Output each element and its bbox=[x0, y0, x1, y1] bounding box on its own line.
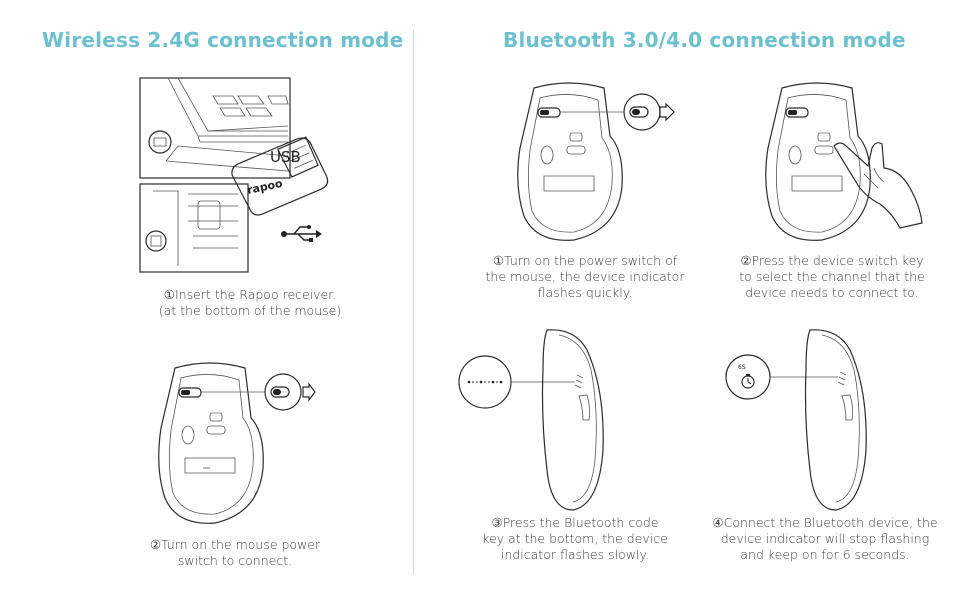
usb-icon bbox=[281, 225, 322, 242]
mouse-bottom-switch-illustration-wireless bbox=[155, 358, 316, 528]
wireless-step2-caption: ②Turn on the mouse power switch to conne… bbox=[149, 537, 321, 568]
mouse-bottom-switch-illustration-bt1 bbox=[512, 78, 682, 246]
mouse-side-indicator-flash-slow-illustration bbox=[455, 320, 630, 515]
wireless-step1-caption: ①Insert the Rapoo receiver. (at the bott… bbox=[158, 287, 342, 318]
bluetooth-step3-caption: ③Press the Bluetooth code key at the bot… bbox=[482, 515, 668, 562]
left-arrow-icon bbox=[659, 102, 675, 122]
timer-label: 6S bbox=[738, 364, 746, 371]
bluetooth-step4-caption: ④Connect the Bluetooth device, the devic… bbox=[712, 515, 938, 562]
bluetooth-step1-caption: ①Turn on the power switch of the mouse, … bbox=[485, 253, 685, 300]
bluetooth-step2-caption: ②Press the device switch key to select t… bbox=[739, 253, 925, 300]
left-arrow-icon bbox=[302, 382, 316, 402]
stopwatch-icon bbox=[741, 374, 755, 389]
receiver-insert-illustration: rapoo USB bbox=[138, 76, 353, 276]
section-divider bbox=[413, 30, 414, 575]
receiver-brand-text: rapoo bbox=[246, 177, 284, 197]
usb-label: USB bbox=[270, 148, 301, 166]
mouse-bottom-press-key-illustration bbox=[760, 78, 940, 248]
bluetooth-section-title: Bluetooth 3.0/4.0 connection mode bbox=[503, 28, 906, 52]
mouse-side-indicator-steady-illustration: 6S bbox=[718, 320, 893, 515]
pointing-hand-icon bbox=[833, 142, 923, 229]
wireless-section-title: Wireless 2.4G connection mode bbox=[42, 28, 404, 52]
